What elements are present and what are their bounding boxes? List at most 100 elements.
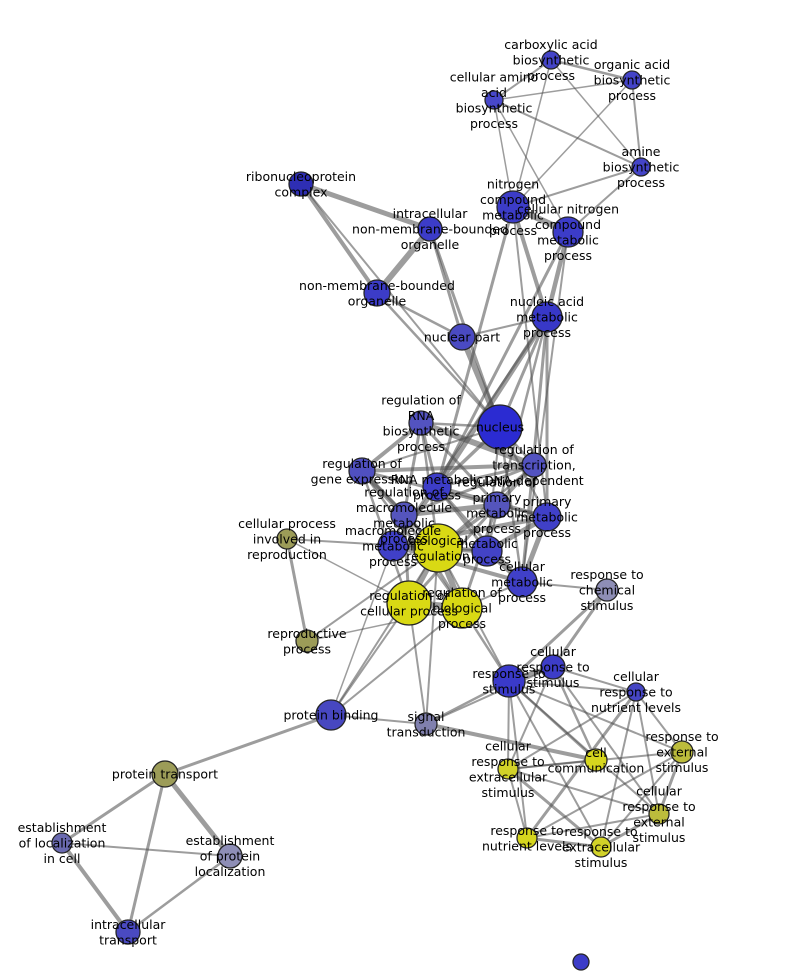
edge-protein_binding--biological_regulation (330, 547, 439, 716)
node-cellular_response_to_stimulus[interactable] (540, 654, 566, 680)
node-regulation_of_biological_process[interactable] (441, 587, 483, 629)
node-amine_biosynthetic_process[interactable] (631, 157, 651, 177)
node-organic_acid_biosynthetic_process[interactable] (622, 70, 642, 90)
node-ribonucleoprotein_complex[interactable] (288, 171, 314, 197)
node-non_membrane_bounded_organelle[interactable] (363, 279, 391, 307)
edge-ribonucleoprotein_complex--intracellular_non_membrane_bounded_organelle (298, 181, 433, 232)
edge-response_to_stimulus--response_to_nutrient_levels (508, 680, 528, 839)
node-response_to_chemical_stimulus[interactable] (595, 578, 619, 602)
node-signal_transduction[interactable] (414, 712, 438, 736)
edge-establishment_of_protein_localization--intracellular_transport (126, 854, 232, 934)
edge-organic_acid_biosynthetic_process--amine_biosynthetic_process (631, 79, 642, 168)
node-establishment_of_localization_in_cell[interactable] (51, 832, 73, 854)
node-response_to_nutrient_levels[interactable] (516, 827, 538, 849)
edge-reproductive_process--biological_regulation (306, 547, 439, 642)
node-nuclear_part[interactable] (448, 323, 476, 351)
node-intracellular_non_membrane_bounded_organelle[interactable] (417, 216, 443, 242)
node-regulation_of_primary_metabolic_process[interactable] (483, 491, 511, 519)
node-cell_communication[interactable] (584, 748, 608, 772)
edge-cellular_response_to_stimulus--cellular_response_to_extracellular_stimulus (507, 666, 554, 770)
node-protein_binding[interactable] (315, 699, 347, 731)
node-rna_metabolic_process[interactable] (422, 472, 452, 502)
edge-organic_acid_biosynthetic_process--cellular_amino_acid_biosynthetic_process (493, 79, 633, 101)
node-nucleic_acid_metabolic_process[interactable] (531, 301, 563, 333)
edge-regulation_of_transcription_dna_dependent--regulation_of_gene_expression (360, 463, 536, 473)
edge-cellular_response_to_nutrient_levels--response_to_extracellular_stimulus (600, 691, 637, 848)
edge-response_to_stimulus--cellular_response_to_nutrient_levels (508, 680, 637, 693)
edge-cell_communication--signal_transduction (424, 722, 598, 762)
edge-protein_transport--intracellular_transport (126, 772, 167, 934)
node-response_to_stimulus[interactable] (492, 664, 526, 698)
edge-amine_biosynthetic_process--nitrogen_compound_metabolic_process (512, 166, 642, 208)
node-cellular_nitrogen_compound_metabolic_process[interactable] (552, 216, 584, 248)
node-establishment_of_protein_localization[interactable] (217, 843, 243, 869)
edge-cellular_response_to_stimulus--cell_communication (551, 665, 598, 762)
edge-regulation_of_rna_biosynthetic_process--regulation_of_primary_metabolic_process (419, 421, 499, 507)
edge-cellular_process_involved_in_reproduction--reproductive_process (285, 537, 309, 643)
edge-protein_binding--regulation_of_cellular_process (330, 602, 410, 716)
node-biological_regulation[interactable] (413, 523, 463, 573)
edge-non_membrane_bounded_organelle--nuclear_part (375, 291, 464, 339)
edge-response_to_stimulus--cellular_response_to_external_stimulus (508, 680, 660, 815)
edge-nucleic_acid_metabolic_process--cellular_metabolic_process (520, 315, 549, 584)
edge-response_to_chemical_stimulus--response_to_stimulus (507, 588, 609, 683)
node-protein_transport[interactable] (151, 760, 179, 788)
edge-protein_binding--macromolecule_metabolic_process (330, 545, 394, 716)
node-nucleus[interactable] (477, 404, 523, 450)
node-cellular_amino_acid_biosynthetic_process[interactable] (484, 90, 504, 110)
edge-protein_binding--signal_transduction (330, 714, 427, 725)
node-cellular_metabolic_process[interactable] (506, 566, 538, 598)
node-cellular_response_to_external_stimulus[interactable] (648, 803, 670, 825)
edge-carboxylic_acid_biosynthetic_process--amine_biosynthetic_process (550, 59, 642, 168)
node-cellular_process_involved_in_reproduction[interactable] (276, 528, 298, 550)
node-intracellular_transport[interactable] (115, 919, 141, 945)
node-regulation_of_cellular_process[interactable] (386, 580, 432, 626)
edge-regulation_of_primary_metabolic_process--regulation_of_macromolecule_metabolic_process (401, 502, 500, 518)
node-primary_metabolic_process[interactable] (532, 502, 562, 532)
edge-cellular_response_to_extracellular_stimulus--response_to_nutrient_levels (507, 768, 528, 839)
node-regulation_of_gene_expression[interactable] (348, 457, 376, 485)
edge-cell_communication--cellular_response_to_extracellular_stimulus (507, 759, 597, 770)
edge-response_to_external_stimulus--response_to_nutrient_levels (526, 751, 683, 839)
node-carboxylic_acid_biosynthetic_process[interactable] (541, 50, 561, 70)
edge-regulation_of_rna_biosynthetic_process--regulation_of_transcription_dna_dependent (418, 420, 537, 468)
node-label-nucleus: nucleus (476, 420, 524, 435)
node-macromolecule_metabolic_process[interactable] (377, 530, 409, 562)
node-nitrogen_compound_metabolic_process[interactable] (496, 190, 530, 224)
node-regulation_of_transcription_dna_dependent[interactable] (521, 452, 547, 478)
edge-protein_transport--establishment_of_protein_localization (162, 771, 233, 859)
node-response_to_external_stimulus[interactable] (670, 740, 694, 764)
edge-cellular_response_to_nutrient_levels--cellular_response_to_external_stimulus (635, 691, 660, 815)
node-regulation_of_macromolecule_metabolic_process[interactable] (390, 501, 418, 529)
node-reproductive_process[interactable] (295, 629, 319, 653)
node-metabolic_process[interactable] (471, 535, 503, 567)
node-regulation_of_rna_biosynthetic_process[interactable] (408, 410, 434, 436)
node-response_to_extracellular_stimulus[interactable] (590, 836, 612, 858)
node-cellular_response_to_nutrient_levels[interactable] (626, 682, 646, 702)
node-unlabeled_bottom_node[interactable] (572, 953, 590, 971)
edge-cellular_nitrogen_compound_metabolic_process--rna_metabolic_process (435, 230, 570, 489)
node-cellular_response_to_extracellular_stimulus[interactable] (497, 758, 519, 780)
edge-cellular_amino_acid_biosynthetic_process--amine_biosynthetic_process (493, 99, 642, 168)
